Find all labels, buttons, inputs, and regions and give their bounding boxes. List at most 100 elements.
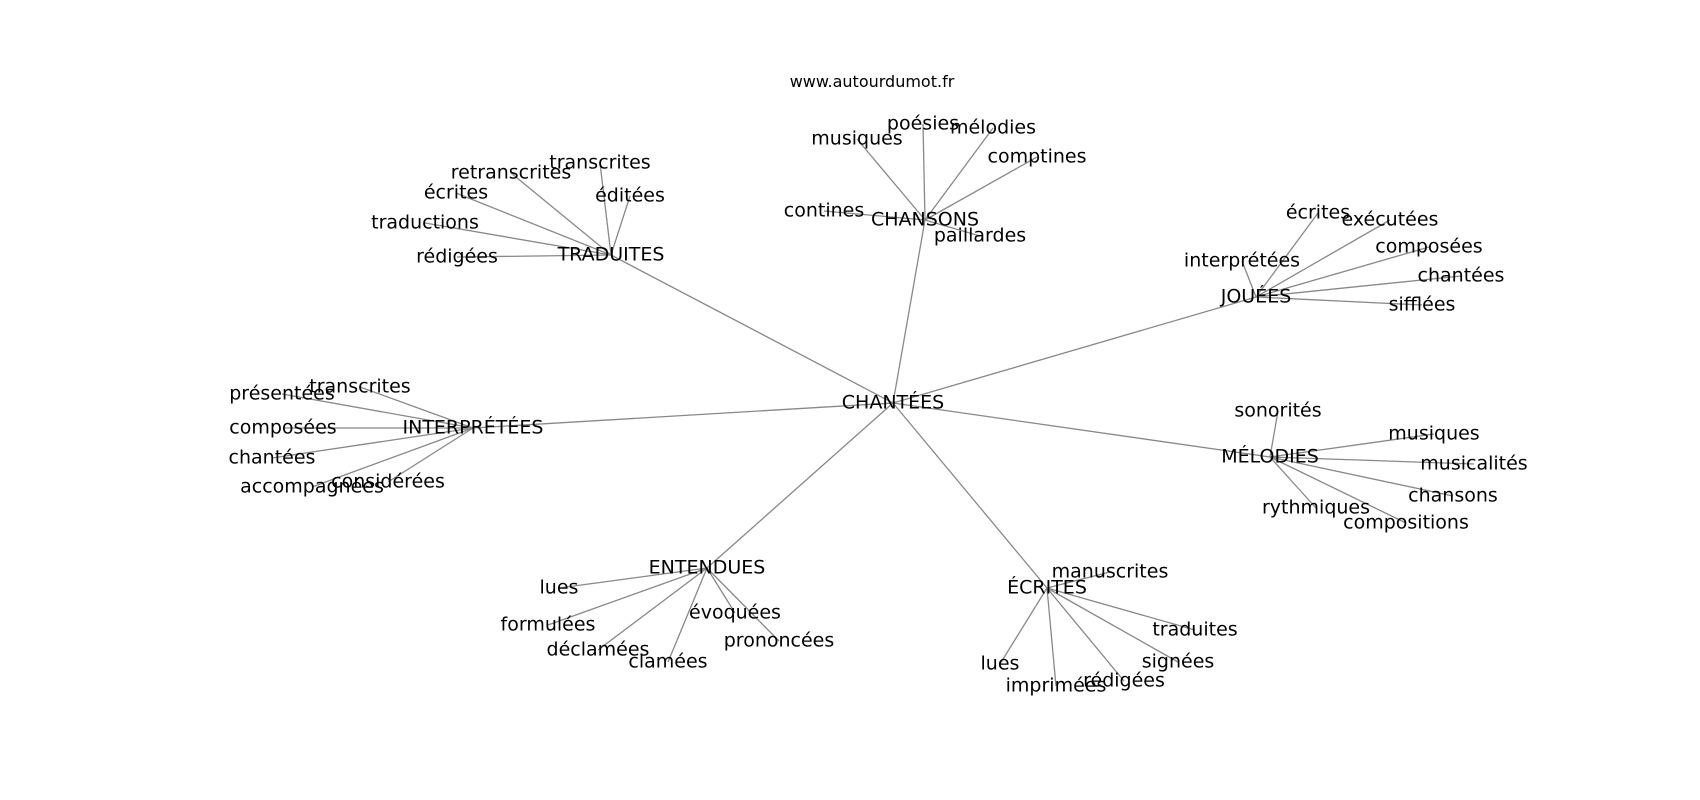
child-node-label: lues [981,653,1020,675]
child-node-label: accompagnées [240,476,384,498]
edge-group-to-child [1255,296,1423,306]
edge-group-to-child [387,427,474,483]
edge-group-to-child [856,138,926,221]
edge-group-to-child [597,567,708,651]
group-node-label: ENTENDUES [649,557,766,579]
edge-group-to-child [1269,433,1435,458]
child-node-label: signées [1142,651,1215,673]
child-node-label: mélodies [950,117,1036,139]
group-node-label: INTERPRÉTÉES [403,416,544,439]
child-node-label: rédigées [1083,670,1165,692]
child-node-label: transcrites [309,376,410,398]
child-node-label: sonorités [1234,400,1321,422]
child-node-label: formulées [501,614,596,636]
edge-group-to-child [924,219,981,237]
edge-group-to-child [1269,456,1475,465]
child-node-label: exécutées [1342,209,1439,231]
edge-group-to-child [1046,587,1125,682]
edge-group-to-child [823,210,926,221]
child-node-label: rédigées [416,246,498,268]
child-node-label: transcrites [549,152,650,174]
edge-group-to-child [922,123,926,221]
group-node-label: MÉLODIES [1221,445,1319,468]
child-node-label: poésies [887,113,959,135]
edge-group-to-child [281,393,474,429]
edge-root-to-group [892,296,1257,404]
edge-group-to-child [456,254,612,258]
child-node-label: composées [1375,236,1482,258]
child-node-label: déclamées [547,639,650,661]
child-node-label: rythmiques [1262,497,1370,519]
edge-group-to-child [547,567,708,626]
edge-group-to-child [271,427,474,459]
child-node-label: chansons [1408,485,1498,507]
group-node-label: JOUÉES [1220,285,1292,308]
edge-group-to-child [1046,587,1179,663]
child-node-label: interprétées [1184,250,1300,272]
edge-group-to-child [1269,456,1317,509]
edge-root-to-group [610,254,894,404]
edge-group-to-child [1255,275,1462,298]
edge-group-to-child [359,386,474,429]
edge-root-to-group [472,402,894,429]
edge-group-to-child [311,427,474,488]
edge-group-to-child [924,127,994,221]
edge-group-to-child [1241,260,1257,298]
edge-group-to-child [1046,571,1111,589]
edge-group-to-child [1046,587,1196,631]
edge-group-to-child [610,195,631,256]
edge-group-to-child [1255,246,1430,298]
child-node-label: éditées [595,185,665,207]
child-node-label: clamées [628,651,707,673]
child-node-label: traductions [371,212,479,234]
child-node-label: traduites [1152,619,1237,641]
group-node-label: TRADUITES [557,244,665,266]
child-node-label: retranscrites [451,162,572,184]
child-node-label: comptines [988,146,1087,168]
child-node-label: présentées [229,383,335,405]
child-node-label: écrites [424,182,488,204]
child-node-label: musiques [811,128,902,150]
edge-group-to-child [424,222,612,256]
child-node-label: imprimées [1006,675,1107,697]
graph-labels: CHANTÉESCHANSONSmusiquespoésiesmélodiesc… [229,113,1528,697]
child-node-label: lues [540,577,579,599]
edge-group-to-child [455,192,612,256]
edge-group-to-child [1269,410,1279,458]
group-node-label: CHANSONS [871,209,979,231]
child-node-label: manuscrites [1052,561,1169,583]
edge-group-to-child [1269,456,1454,497]
graph-edges [271,123,1475,687]
edge-group-to-child [1046,587,1057,687]
group-node-label: ÉCRITES [1007,576,1087,599]
edge-root-to-group [892,402,1271,458]
edge-group-to-child [667,567,708,663]
child-node-label: évoquées [689,602,781,624]
child-node-label: musicalités [1420,453,1527,475]
child-node-label: considérées [331,471,445,493]
edge-group-to-child [599,162,612,256]
child-node-label: paillardes [934,225,1026,247]
child-node-label: sifflées [1389,294,1456,316]
edge-group-to-child [924,156,1038,221]
child-node-label: composées [229,417,336,439]
edge-root-to-group [892,402,1048,589]
child-node-label: contines [784,200,864,222]
edge-root-to-group [892,219,926,404]
child-node-label: chantées [229,447,316,469]
edge-group-to-child [510,172,612,256]
child-node-label: compositions [1343,512,1469,534]
edge-group-to-child [1255,219,1391,298]
edge-group-to-child [558,567,708,589]
source-url: www.autourdumot.fr [789,72,955,91]
edge-group-to-child [999,587,1048,665]
child-node-label: musiques [1388,423,1479,445]
edge-root-to-group [706,402,894,569]
edge-group-to-child [1269,456,1407,524]
child-node-label: prononcées [724,630,835,652]
edge-group-to-child [706,567,780,642]
edge-group-to-child [1255,212,1319,298]
child-node-label: écrites [1286,202,1350,224]
root-node-label: CHANTÉES [842,391,944,414]
